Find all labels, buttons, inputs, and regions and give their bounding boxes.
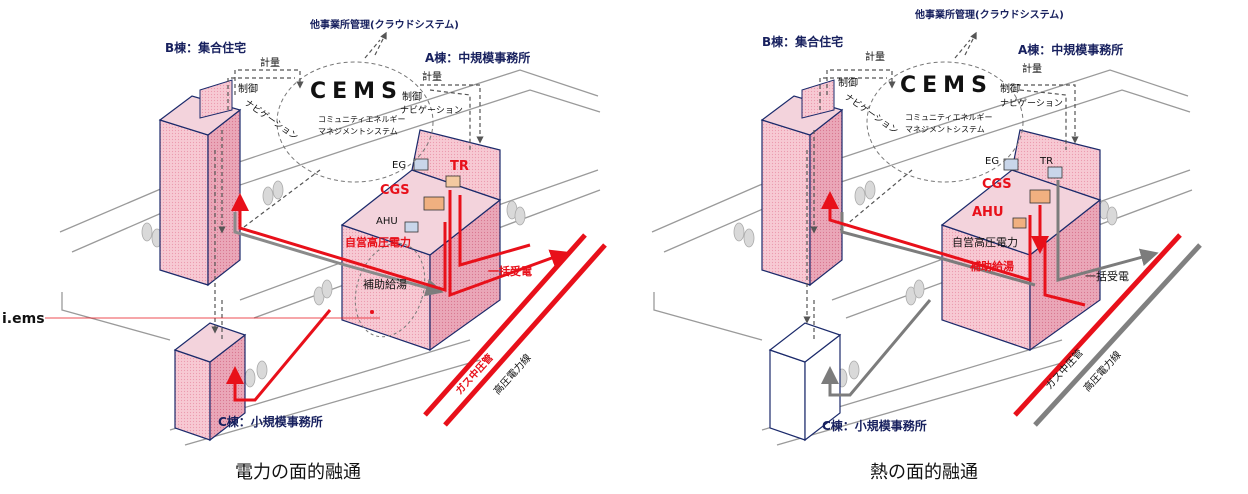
a-building-label: A棟：中規模事務所 — [425, 50, 530, 65]
jieikoatsu-label-right: 自営高圧電力 — [952, 235, 1018, 249]
seigyo-b: 制御 — [238, 82, 258, 95]
supply-lines-right — [1013, 233, 1202, 427]
cloud-label: 他事業所管理(クラウドシステム) — [309, 18, 459, 31]
ahu-label: AHU — [376, 216, 398, 227]
cgs-label-right: CGS — [982, 177, 1012, 192]
red-power-left — [226, 190, 569, 402]
cloud-label-right: 他事業所管理(クラウドシステム) — [914, 8, 1064, 21]
tr-label: TR — [450, 159, 469, 174]
caption-right: 熱の面的融通 — [870, 462, 978, 483]
cems-sub2: マネジメントシステム — [318, 127, 398, 136]
iems-label: i.ems — [2, 311, 45, 327]
cgs-label: CGS — [380, 183, 410, 198]
keiryo-a-right: 計量 — [1022, 62, 1042, 75]
panel-electricity: 他事業所管理(クラウドシステム) B棟：集合住宅 A棟：中規模事務所 C棟：小規… — [2, 18, 607, 483]
eg-label: EG — [392, 160, 406, 171]
b-building-label: B棟：集合住宅 — [165, 40, 246, 55]
cems-ellipse-right — [866, 61, 1024, 183]
gas-label-right: ガス中圧管 — [1043, 346, 1086, 392]
cems-title-right: CEMS — [900, 73, 993, 98]
iems-ellipse — [354, 242, 426, 338]
iems-dot — [370, 310, 374, 314]
building-a — [340, 129, 502, 352]
c-building-label-right: C棟：小規模事務所 — [822, 418, 927, 433]
a-building-label-right: A棟：中規模事務所 — [1018, 42, 1123, 57]
navi-b: ナビゲーション — [242, 97, 300, 143]
ahu-label-right: AHU — [972, 205, 1004, 220]
keiryo-b: 計量 — [260, 56, 280, 69]
navi-a-right: ナビゲーション — [1000, 97, 1063, 109]
cems-sub1: コミュニティエネルギー — [318, 115, 406, 124]
red-heat-right — [821, 191, 1086, 307]
seigyo-b-right: 制御 — [838, 76, 858, 89]
building-a-right — [940, 129, 1102, 352]
control-lines-left — [211, 31, 484, 340]
ikkatsu-label: 一括受電 — [488, 264, 532, 278]
keiryo-a: 計量 — [422, 70, 442, 83]
seigyo-a: 制御 — [402, 90, 422, 103]
building-c-right — [768, 322, 842, 442]
b-building-label-right: B棟：集合住宅 — [762, 34, 843, 49]
seigyo-a-right: 制御 — [1000, 82, 1020, 95]
koatsu-label: 高圧電力線 — [491, 351, 534, 397]
c-building-label: C棟：小規模事務所 — [218, 414, 323, 429]
trees-left — [141, 180, 526, 388]
building-b — [158, 79, 242, 287]
gray-flow-right — [821, 180, 1159, 397]
control-lines-right — [803, 31, 1079, 340]
building-c — [173, 322, 247, 442]
equipment-right — [1003, 158, 1063, 229]
building-b-right — [760, 79, 844, 287]
keiryo-b-right: 計量 — [865, 50, 885, 63]
jieikoatsu-label: 自営高圧電力 — [345, 235, 411, 249]
panel-heat: 他事業所管理(クラウドシステム) B棟：集合住宅 A棟：中規模事務所 C棟：小規… — [651, 8, 1202, 483]
cems-sub2-right: マネジメントシステム — [905, 125, 985, 134]
cems-title: CEMS — [310, 79, 403, 104]
eg-label-right: EG — [985, 156, 999, 167]
cems-sub1-right: コミュニティエネルギー — [905, 113, 993, 122]
caption-left: 電力の面的融通 — [235, 462, 361, 483]
cems-ellipse — [276, 61, 434, 183]
supply-lines-left — [423, 233, 607, 427]
equipment-left — [404, 158, 461, 233]
navi-b-right: ナビゲーション — [842, 91, 900, 137]
hojokyuto-label-right: 補助給湯 — [969, 259, 1014, 273]
navi-a: ナビゲーション — [400, 104, 463, 116]
gray-flow-left — [233, 212, 444, 297]
tr-label-right: TR — [1039, 156, 1053, 167]
ikkatsu-label-right: 一括受電 — [1085, 269, 1129, 283]
hojokyuto-label: 補助給湯 — [363, 277, 407, 291]
